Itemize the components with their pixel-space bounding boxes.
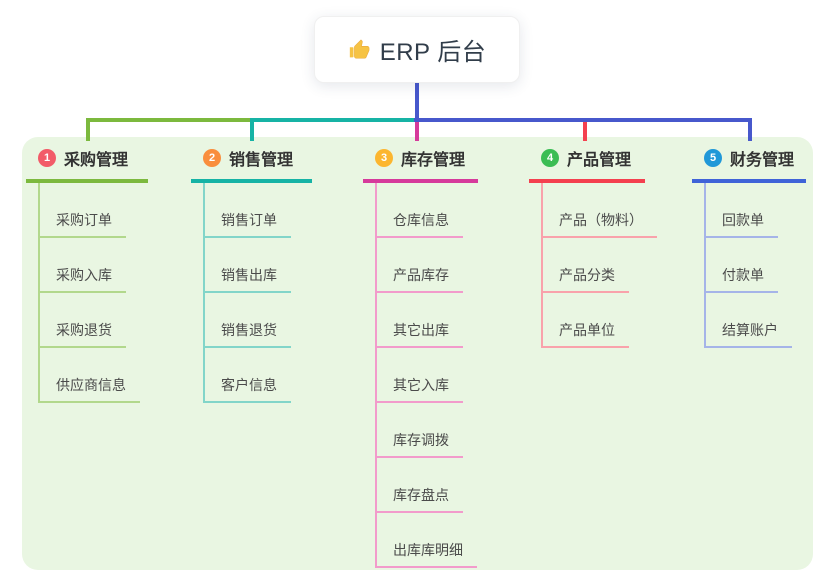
child-node[interactable]: 采购入库 bbox=[40, 265, 126, 293]
branch-title-node[interactable]: 4 产品管理 bbox=[529, 146, 645, 183]
branch-4: 4 产品管理产品（物料） 产品分类产品单位 bbox=[529, 146, 657, 348]
branch-children: 仓库信息产品库存其它出库其它入库库存调拨库存盘点出库库明细 bbox=[375, 183, 477, 568]
child-node[interactable]: 产品（物料） bbox=[543, 210, 657, 238]
branch-title-node[interactable]: 2 销售管理 bbox=[191, 146, 312, 183]
branch-2: 2 销售管理销售订单销售出库销售退货客户信息 bbox=[191, 146, 312, 403]
branch-children: 销售订单销售出库销售退货客户信息 bbox=[203, 183, 291, 403]
child-row: 回款单 bbox=[706, 183, 792, 238]
root-title: ERP 后台 bbox=[379, 39, 487, 66]
child-node[interactable]: 其它入库 bbox=[377, 375, 463, 403]
branch-title-label: 产品管理 bbox=[567, 152, 632, 169]
child-node[interactable]: 销售退货 bbox=[205, 320, 291, 348]
child-row: 产品库存 bbox=[377, 238, 477, 293]
child-row: 供应商信息 bbox=[40, 348, 140, 403]
child-row: 客户信息 bbox=[205, 348, 291, 403]
child-node[interactable]: 销售出库 bbox=[205, 265, 291, 293]
connector-branch-drop bbox=[250, 118, 254, 141]
child-node[interactable]: 供应商信息 bbox=[40, 375, 140, 403]
child-row: 产品（物料） bbox=[543, 183, 657, 238]
child-row: 其它出库 bbox=[377, 293, 477, 348]
child-node[interactable]: 采购退货 bbox=[40, 320, 126, 348]
branch-children: 产品（物料） 产品分类产品单位 bbox=[541, 183, 657, 348]
branch-number-badge: 4 bbox=[541, 149, 559, 167]
child-row: 销售退货 bbox=[205, 293, 291, 348]
child-node[interactable]: 销售订单 bbox=[205, 210, 291, 238]
connector-bus-segment bbox=[86, 118, 254, 122]
child-node[interactable]: 客户信息 bbox=[205, 375, 291, 403]
child-node[interactable]: 产品分类 bbox=[543, 265, 629, 293]
child-row: 采购订单 bbox=[40, 183, 140, 238]
branch-title-node[interactable]: 5 财务管理 bbox=[692, 146, 806, 183]
child-row: 销售订单 bbox=[205, 183, 291, 238]
child-node[interactable]: 付款单 bbox=[706, 265, 778, 293]
branch-title-label: 库存管理 bbox=[401, 152, 466, 169]
branch-group-panel bbox=[22, 137, 813, 570]
child-node[interactable]: 其它出库 bbox=[377, 320, 463, 348]
child-node[interactable]: 产品库存 bbox=[377, 265, 463, 293]
child-node[interactable]: 回款单 bbox=[706, 210, 778, 238]
root-node[interactable]: ERP 后台 bbox=[314, 16, 520, 83]
child-row: 出库库明细 bbox=[377, 513, 477, 568]
child-row: 采购入库 bbox=[40, 238, 140, 293]
branch-title-label: 财务管理 bbox=[730, 152, 795, 169]
branch-title-node[interactable]: 1 采购管理 bbox=[26, 146, 148, 183]
connector-root-drop bbox=[415, 83, 419, 122]
child-row: 仓库信息 bbox=[377, 183, 477, 238]
branch-number-badge: 5 bbox=[704, 149, 722, 167]
child-row: 采购退货 bbox=[40, 293, 140, 348]
child-node[interactable]: 采购订单 bbox=[40, 210, 126, 238]
branch-children: 采购订单采购入库采购退货供应商信息 bbox=[38, 183, 140, 403]
branch-1: 1 采购管理采购订单采购入库采购退货供应商信息 bbox=[26, 146, 148, 403]
connector-branch-drop bbox=[748, 118, 752, 141]
branch-number-badge: 3 bbox=[375, 149, 393, 167]
child-row: 库存盘点 bbox=[377, 458, 477, 513]
connector-branch-drop bbox=[415, 122, 419, 141]
child-node[interactable]: 产品单位 bbox=[543, 320, 629, 348]
child-row: 结算账户 bbox=[706, 293, 792, 348]
branch-title-node[interactable]: 3 库存管理 bbox=[363, 146, 478, 183]
branch-5: 5 财务管理回款单付款单结算账户 bbox=[692, 146, 806, 348]
thumbs-up-icon bbox=[348, 39, 370, 61]
branch-children: 回款单付款单结算账户 bbox=[704, 183, 792, 348]
child-row: 销售出库 bbox=[205, 238, 291, 293]
branch-number-badge: 1 bbox=[38, 149, 56, 167]
child-node[interactable]: 库存盘点 bbox=[377, 485, 463, 513]
child-row: 库存调拨 bbox=[377, 403, 477, 458]
child-row: 其它入库 bbox=[377, 348, 477, 403]
child-row: 产品分类 bbox=[543, 238, 657, 293]
child-node[interactable]: 结算账户 bbox=[706, 320, 792, 348]
branch-3: 3 库存管理仓库信息产品库存其它出库其它入库库存调拨库存盘点出库库明细 bbox=[363, 146, 478, 568]
branch-number-badge: 2 bbox=[203, 149, 221, 167]
connector-branch-drop bbox=[583, 122, 587, 141]
child-node[interactable]: 仓库信息 bbox=[377, 210, 463, 238]
child-node[interactable]: 库存调拨 bbox=[377, 430, 463, 458]
child-node[interactable]: 出库库明细 bbox=[377, 540, 477, 568]
branch-title-label: 销售管理 bbox=[229, 152, 294, 169]
connector-bus-segment bbox=[414, 118, 752, 122]
branch-title-label: 采购管理 bbox=[64, 152, 129, 169]
child-row: 产品单位 bbox=[543, 293, 657, 348]
child-row: 付款单 bbox=[706, 238, 792, 293]
connector-branch-drop bbox=[86, 118, 90, 141]
connector-bus-segment bbox=[250, 118, 419, 122]
